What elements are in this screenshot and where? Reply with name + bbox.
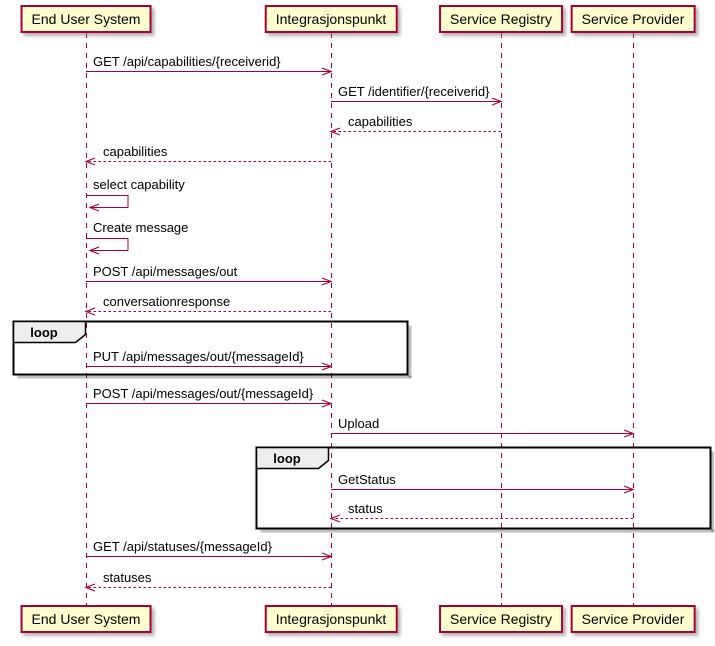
message-label-12: GetStatus: [338, 472, 396, 487]
message-label-1: GET /api/capabilities/{receiverid}: [93, 54, 281, 69]
message-label-14: GET /api/statuses/{messageId}: [93, 539, 272, 554]
participant-integrasjonspunkt-bottom: Integrasjonspunkt: [264, 605, 398, 633]
message-arrow-13: [329, 514, 633, 523]
message-label-6: Create message: [93, 220, 189, 235]
participant-end-user-system: End User System: [20, 5, 152, 33]
message-arrow-12: [331, 485, 635, 494]
message-label-10: POST /api/messages/out/{messageId}: [93, 386, 314, 401]
loop-frame-1-label: loop: [30, 325, 58, 340]
message-label-9: PUT /api/messages/out/{messageId}: [93, 349, 304, 364]
message-label-13: status: [348, 501, 383, 516]
message-arrow-5-self: [86, 195, 129, 212]
participant-service-registry-bottom: Service Registry: [439, 605, 563, 633]
loop-frame-1: [12, 320, 412, 379]
message-arrow-8: [84, 307, 331, 316]
message-label-7: POST /api/messages/out: [93, 264, 238, 279]
message-arrow-15: [84, 583, 331, 592]
participant-integrasjonspunkt: Integrasjonspunkt: [264, 5, 398, 33]
message-arrow-14: [86, 552, 333, 561]
message-arrow-11: [331, 429, 635, 438]
participant-service-provider: Service Provider: [570, 5, 696, 33]
message-arrow-7: [86, 277, 333, 286]
message-label-8: conversationresponse: [103, 294, 231, 309]
loop-frame-2: [255, 446, 715, 533]
message-label-11: Upload: [338, 416, 380, 431]
message-arrow-1: [86, 67, 333, 76]
message-label-3: capabilities: [348, 114, 413, 129]
message-arrow-10: [86, 399, 333, 408]
message-label-2: GET /identifier/{receiverid}: [338, 84, 490, 99]
participant-end-user-system-bottom: End User System: [20, 605, 152, 633]
message-arrow-6-self: [86, 238, 129, 255]
message-label-15: statuses: [103, 570, 152, 585]
message-arrow-3: [329, 127, 501, 136]
message-arrow-2: [331, 97, 503, 106]
message-label-5: select capability: [93, 177, 185, 192]
message-label-4: capabilities: [103, 144, 168, 159]
loop-frame-2-label: loop: [273, 451, 301, 466]
message-arrow-4: [84, 157, 331, 166]
participant-service-provider-bottom: Service Provider: [570, 605, 696, 633]
participant-service-registry: Service Registry: [439, 5, 563, 33]
message-arrow-9: [86, 362, 333, 371]
